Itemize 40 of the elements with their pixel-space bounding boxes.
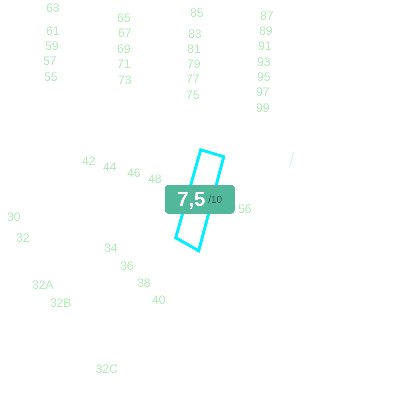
house-number: 36 xyxy=(120,260,134,272)
house-number: 95 xyxy=(257,71,271,83)
house-number: 91 xyxy=(258,40,272,52)
house-number: 75 xyxy=(186,89,200,101)
house-number: 57 xyxy=(43,55,57,67)
house-number: 30 xyxy=(7,211,21,223)
house-number: 46 xyxy=(127,167,141,179)
house-number: 97 xyxy=(256,86,270,98)
house-number: 56 xyxy=(238,203,252,215)
house-number: 32B xyxy=(50,297,72,309)
house-number: 67 xyxy=(118,27,132,39)
house-number: 55 xyxy=(44,71,58,83)
house-number: 61 xyxy=(46,25,60,37)
house-number: 38 xyxy=(137,277,151,289)
house-number: 42 xyxy=(82,155,96,167)
house-number: 32C xyxy=(96,363,118,375)
house-number: 44 xyxy=(103,161,117,173)
rating-score: 7,5 xyxy=(178,190,206,210)
rating-badge xyxy=(165,185,235,214)
house-number: 40 xyxy=(152,294,166,306)
house-number: 77 xyxy=(186,73,200,85)
house-number: 83 xyxy=(188,28,202,40)
house-number: 32A xyxy=(32,279,54,291)
house-number: 85 xyxy=(190,7,204,19)
house-number: 32 xyxy=(16,232,30,244)
house-number: 89 xyxy=(259,25,273,37)
house-number: 87 xyxy=(260,10,274,22)
house-number: 81 xyxy=(187,43,201,55)
house-number: 73 xyxy=(118,74,132,86)
rating-scale: /10 xyxy=(208,196,222,206)
house-number: 93 xyxy=(257,56,271,68)
house-number: 34 xyxy=(104,242,118,254)
house-number: 79 xyxy=(187,58,201,70)
house-number: 65 xyxy=(117,12,131,24)
house-number: 71 xyxy=(117,58,131,70)
house-number: 48 xyxy=(148,173,162,185)
house-number: 59 xyxy=(45,40,59,52)
house-number: 63 xyxy=(46,2,60,14)
house-number: 69 xyxy=(117,43,131,55)
house-number: 99 xyxy=(256,102,270,114)
